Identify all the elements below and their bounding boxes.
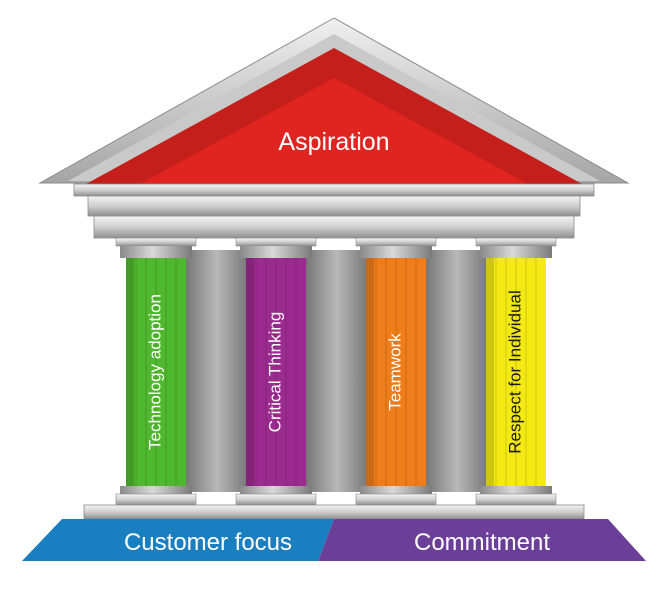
pillar-capital xyxy=(115,237,197,247)
back-column xyxy=(422,250,492,492)
pillar-plinth-ring xyxy=(360,486,432,494)
pillar-shade xyxy=(246,258,254,486)
back-columns xyxy=(182,250,492,492)
architrave-band xyxy=(93,215,575,239)
pillar-shade xyxy=(126,258,134,486)
pillar-shaft xyxy=(126,258,186,486)
cornice-band xyxy=(73,183,595,197)
base-step xyxy=(83,504,585,520)
roof-label: Aspiration xyxy=(278,128,389,156)
pillar-label: Respect for Individual xyxy=(505,290,524,453)
pillar-capital-ring xyxy=(120,246,192,258)
base-segment-customer-focus xyxy=(22,519,334,561)
pillar-shaft xyxy=(366,258,426,486)
pillar-shade xyxy=(366,258,374,486)
roof-pediment xyxy=(86,48,582,184)
roof: Aspiration xyxy=(38,17,630,184)
back-column xyxy=(302,250,372,492)
pillar-shade xyxy=(486,258,494,486)
pillar-capital-ring xyxy=(360,246,432,258)
pillar-label: Teamwork xyxy=(385,333,404,411)
pillar-critical-thinking: Critical Thinking xyxy=(235,237,317,506)
pillar-capital xyxy=(235,237,317,247)
pillar-capital-ring xyxy=(240,246,312,258)
pillar-teamwork: Teamwork xyxy=(355,237,437,506)
pillar-label: Critical Thinking xyxy=(265,312,284,433)
pillar-plinth xyxy=(115,493,197,506)
pillar-plinth xyxy=(235,493,317,506)
pillar-shaft xyxy=(246,258,306,486)
roof-shade xyxy=(86,48,582,184)
pillar-plinth-ring xyxy=(120,486,192,494)
base-segment-commitment xyxy=(318,519,646,561)
pillar-capital-ring xyxy=(480,246,552,258)
back-column xyxy=(182,250,252,492)
pillar-plinth-ring xyxy=(240,486,312,494)
pillar-shaft xyxy=(486,258,546,486)
pillar-technology-adoption: Technology adoption xyxy=(115,237,197,506)
pillar-plinth xyxy=(355,493,437,506)
pillar-label: Technology adoption xyxy=(145,294,164,450)
frieze-band xyxy=(87,195,581,217)
pillar-capital xyxy=(475,237,557,247)
pillar-respect-for-individual: Respect for Individual xyxy=(475,237,557,506)
base-label-commitment: Commitment xyxy=(414,529,550,556)
pillars: Technology adoption Critical Thinking Team… xyxy=(115,237,557,506)
pillar-capital xyxy=(355,237,437,247)
pillar-plinth xyxy=(475,493,557,506)
base: Customer focus Commitment xyxy=(22,504,646,561)
entablature xyxy=(73,183,595,239)
pillar-plinth-ring xyxy=(480,486,552,494)
base-label-customer-focus: Customer focus xyxy=(124,529,292,556)
